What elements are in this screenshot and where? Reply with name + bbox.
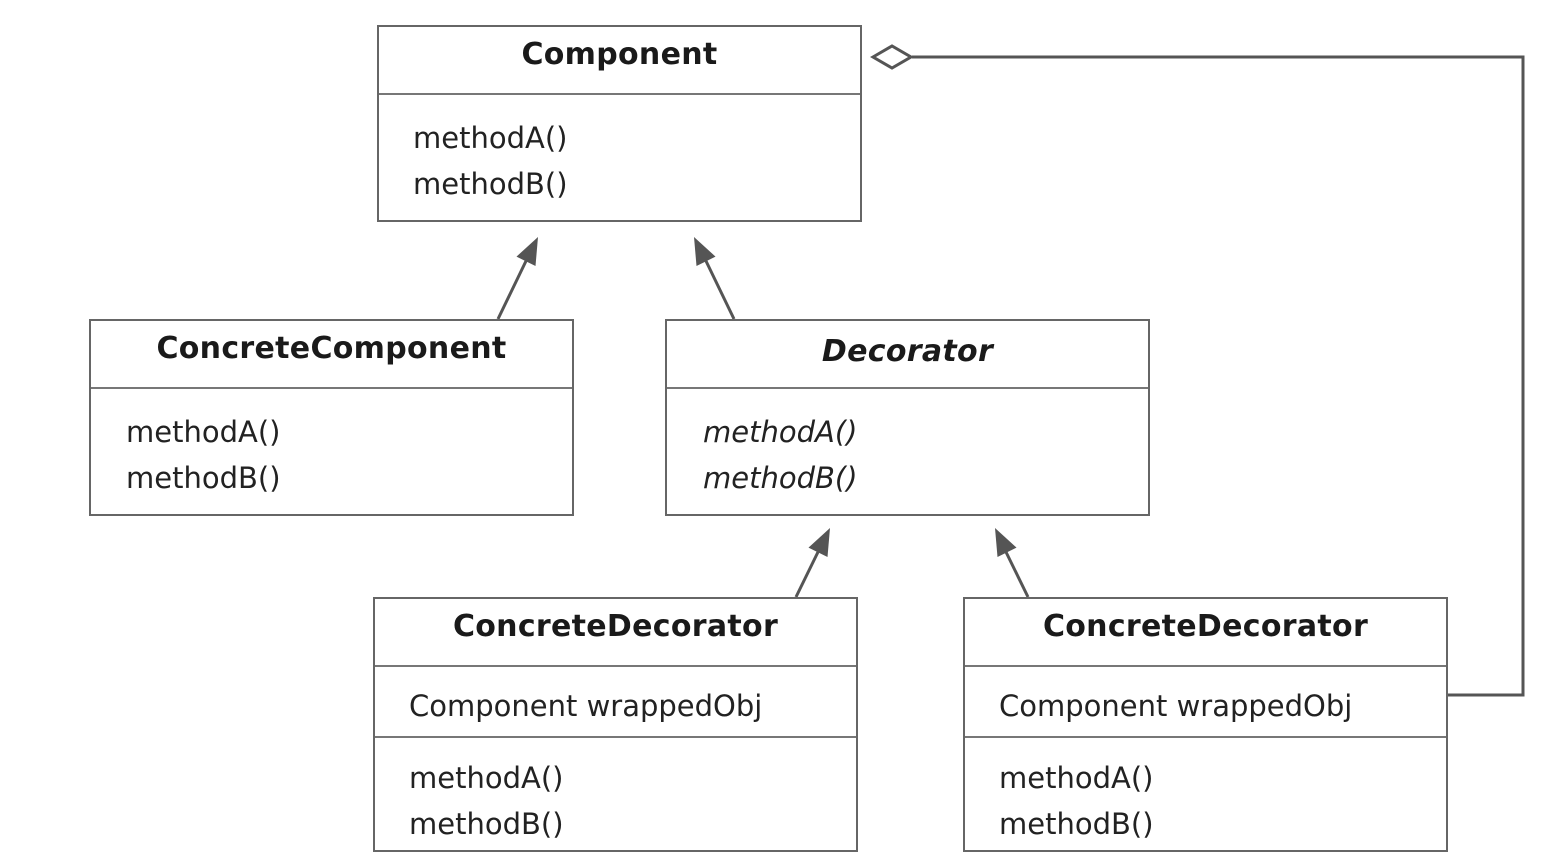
class-name: ConcreteDecorator xyxy=(375,599,856,667)
method: methodB() xyxy=(703,461,858,495)
attribute: Component wrappedObj xyxy=(999,689,1353,723)
method-list: methodA() methodB() xyxy=(375,738,856,847)
class-name: ConcreteDecorator xyxy=(965,599,1446,667)
method: methodA() xyxy=(999,761,1154,795)
inheritance-arrow-decorator xyxy=(694,237,736,320)
method: methodB() xyxy=(409,807,564,841)
method: methodB() xyxy=(999,807,1154,841)
attribute-list: Component wrappedObj xyxy=(375,667,856,738)
class-concrete-component: ConcreteComponent methodA() methodB() xyxy=(89,319,574,516)
method-list: methodA() methodB() xyxy=(379,95,860,207)
class-concrete-decorator-a: ConcreteDecorator Component wrappedObj m… xyxy=(373,597,858,852)
inheritance-arrow-concrete-decorator-b xyxy=(995,528,1030,598)
method: methodB() xyxy=(413,167,568,201)
attribute-list: Component wrappedObj xyxy=(965,667,1446,738)
inheritance-arrow-concrete-component xyxy=(496,237,538,320)
method: methodB() xyxy=(126,461,281,495)
inheritance-arrow-concrete-decorator-a xyxy=(794,528,830,598)
aggregation-connector xyxy=(870,44,1525,697)
method: methodA() xyxy=(413,121,568,155)
method: methodA() xyxy=(126,415,281,449)
class-concrete-decorator-b: ConcreteDecorator Component wrappedObj m… xyxy=(963,597,1448,852)
method-list: methodA() methodB() xyxy=(667,389,1148,501)
method-list: methodA() methodB() xyxy=(965,738,1446,847)
class-name: Decorator xyxy=(667,321,1148,389)
class-component: Component methodA() methodB() xyxy=(377,25,862,222)
class-decorator: Decorator methodA() methodB() xyxy=(665,319,1150,516)
class-name: Component xyxy=(379,27,860,95)
aggregation-diamond xyxy=(870,44,914,70)
method: methodA() xyxy=(703,415,858,449)
method-list: methodA() methodB() xyxy=(91,389,572,501)
attribute: Component wrappedObj xyxy=(409,689,763,723)
class-name: ConcreteComponent xyxy=(91,321,572,389)
method: methodA() xyxy=(409,761,564,795)
